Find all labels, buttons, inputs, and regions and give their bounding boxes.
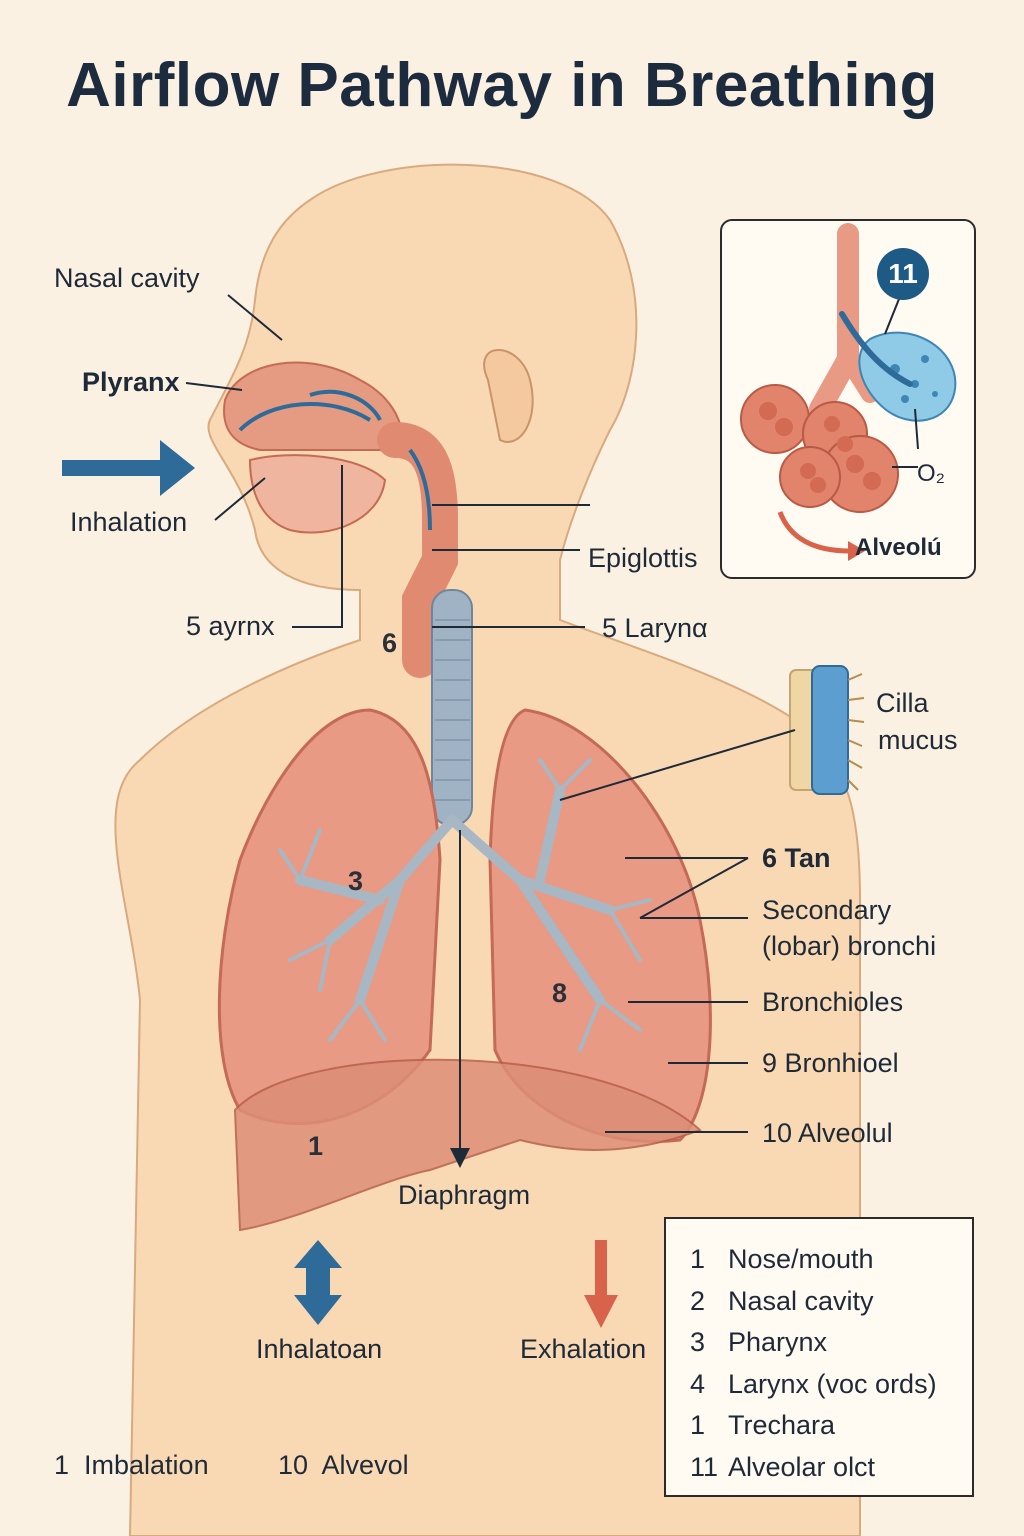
ear	[483, 349, 534, 443]
region-number-6: 6	[382, 628, 398, 658]
label-alveolul: 10 Alveolul	[762, 1118, 893, 1148]
label-bronchioel: 9 Bronhioel	[762, 1048, 899, 1078]
legend-number: 4	[690, 1368, 706, 1399]
legend-row: 1 Trechara	[690, 1405, 972, 1447]
label-mucus: mucus	[878, 725, 958, 755]
region-number-1: 1	[308, 1131, 324, 1161]
label-bronchioles: Bronchioles	[762, 987, 904, 1017]
legend-number: 2	[690, 1285, 706, 1316]
legend-row: 4 Larynx (voc ords)	[690, 1364, 972, 1406]
trachea-rings	[435, 619, 470, 801]
footer-left-note: 1 Imbalation	[54, 1450, 209, 1480]
diagram-title: Airflow Pathway in Breathing	[66, 51, 938, 120]
legend-number: 11	[690, 1451, 719, 1482]
legend-text: Trechara	[728, 1410, 836, 1440]
legend-number: 3	[690, 1327, 706, 1357]
inset-badge: 11	[877, 248, 929, 300]
nasal-cavity-shape	[223, 361, 403, 451]
bronchial-tree	[295, 785, 615, 1005]
label-inhalation-bottom: Inhalatoan	[256, 1334, 383, 1364]
alveoli-inset	[720, 219, 976, 579]
region-number-3: 3	[348, 866, 364, 896]
inhalation-arrow-bottom	[294, 1240, 342, 1325]
label-secondary-bronchi-line2: (lobar) bronchi	[762, 931, 937, 961]
capillary-blob	[858, 331, 957, 422]
label-trachea: 6 Tan	[762, 843, 831, 873]
alveoli-illustration	[740, 223, 957, 561]
exhalation-arrow-bottom	[584, 1240, 618, 1328]
label-pharynx-number: 5 ayrnx	[186, 611, 275, 641]
label-exhalation-bottom: Exhalation	[520, 1334, 647, 1364]
inset-exhale-arrow	[777, 511, 851, 554]
legend-text: Pharynx	[728, 1327, 828, 1357]
label-o2: O₂	[917, 460, 945, 487]
label-inset-alveoli: Alveolú	[855, 534, 942, 561]
legend-key: 1 Nose/mouth 2 Nasal cavity 3 Pharynx 4 Lary…	[664, 1217, 974, 1497]
nasal-flow-line-2	[309, 389, 382, 421]
trachea	[431, 589, 473, 826]
label-pharynx: Plyranx	[82, 367, 180, 397]
label-larynx: 5 Larynα	[602, 613, 708, 643]
legend-text: Larynx (voc ords)	[728, 1368, 937, 1399]
inhalation-arrow-left	[62, 440, 195, 496]
legend-number: 1	[690, 1244, 706, 1274]
legend-text: Nose/mouth	[728, 1244, 874, 1274]
label-cilia: Cilla	[876, 688, 929, 718]
diaphragm-shape	[233, 1058, 702, 1232]
footer-right-note: 10 Alvevol	[278, 1450, 409, 1480]
label-diaphragm: Diaphragm	[398, 1180, 531, 1210]
legend-text: Nasal cavity	[728, 1285, 874, 1316]
label-inhalation-left: Inhalation	[70, 507, 188, 537]
pharynx-flow-line	[408, 448, 432, 531]
legend-row: 1 Nose/mouth	[690, 1239, 972, 1281]
legend-row: 3 Pharynx	[690, 1322, 972, 1364]
legend-row: 11 Alveolar olct	[690, 1447, 972, 1489]
alveolar-sacs	[740, 384, 899, 513]
nasal-flow-line	[238, 402, 372, 432]
pharynx-tube	[377, 422, 458, 678]
region-number-8: 8	[552, 978, 568, 1008]
label-epiglottis: Epiglottis	[588, 543, 698, 573]
label-secondary-bronchi-line1: Secondary	[762, 895, 892, 925]
legend-text: Alveolar olct	[728, 1451, 876, 1482]
legend-row: 2 Nasal cavity	[690, 1281, 972, 1323]
label-nasal-cavity: Nasal cavity	[54, 263, 200, 293]
legend-number: 1	[690, 1410, 706, 1440]
mucus-layer	[811, 665, 849, 795]
oral-cavity-shape	[248, 454, 387, 534]
